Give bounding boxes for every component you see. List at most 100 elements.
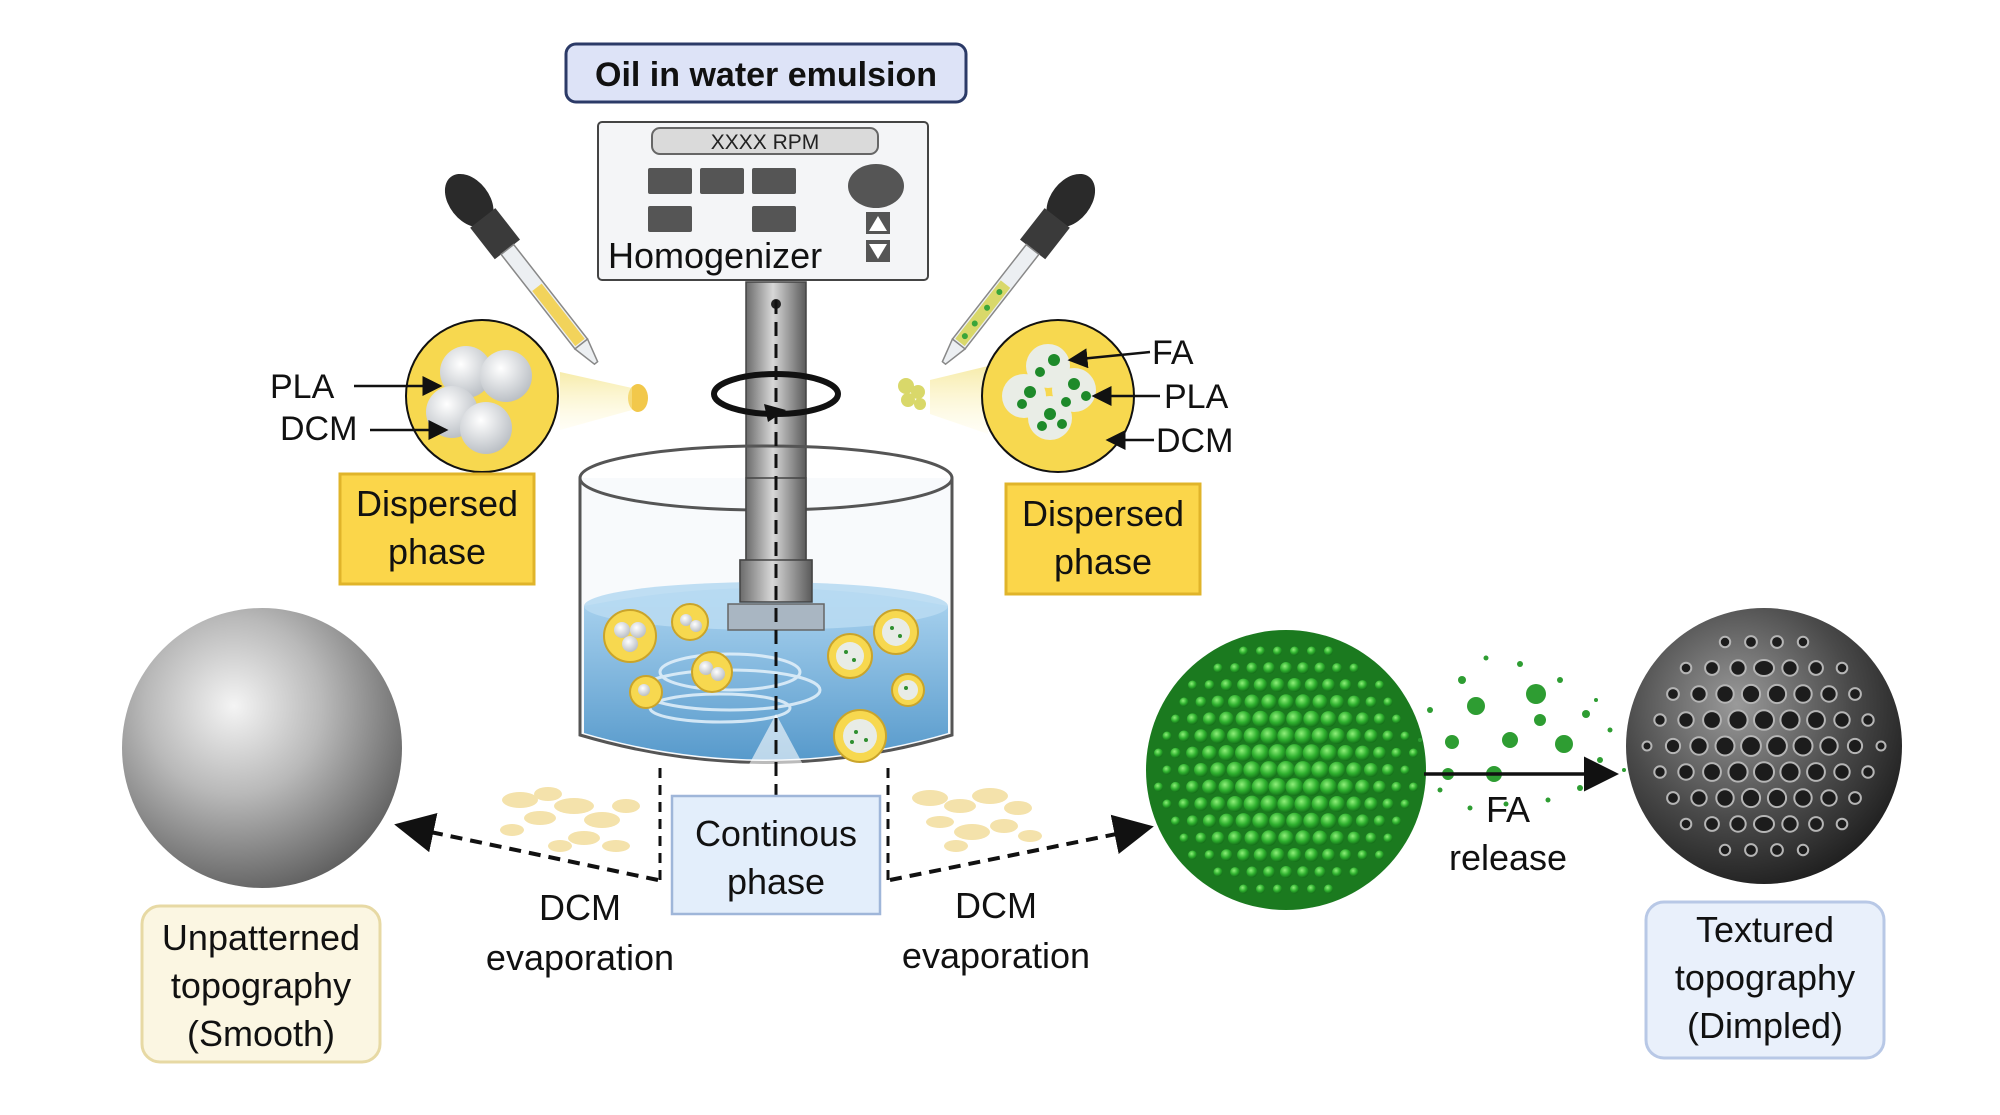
dimple: [1848, 791, 1862, 805]
green-bead: [1213, 867, 1223, 877]
dimple: [1653, 713, 1667, 727]
green-bead: [1246, 662, 1258, 674]
green-bead: [1320, 711, 1337, 727]
green-bead: [1202, 712, 1217, 726]
green-bead: [1261, 830, 1277, 846]
dimple: [1729, 659, 1747, 677]
green-bead: [1210, 762, 1226, 778]
green-bead: [1287, 678, 1302, 692]
left-labels: PLA DCM: [270, 368, 449, 448]
green-bead: [1211, 831, 1225, 845]
right-label-dcm: DCM: [1156, 422, 1233, 460]
green-bead: [1346, 762, 1362, 778]
green-bead: [1154, 748, 1163, 758]
green-bead: [1304, 678, 1319, 692]
green-bead: [1260, 761, 1278, 779]
dimple: [1666, 791, 1680, 805]
dimple: [1641, 740, 1653, 752]
dimple: [1727, 761, 1749, 783]
green-bead: [1330, 831, 1344, 845]
right-dispersed-phase-box: Dispersed phase: [1004, 482, 1202, 596]
green-bead: [1382, 764, 1394, 776]
green-bead: [1188, 680, 1197, 690]
diagram-title: Oil in water emulsion: [595, 56, 937, 94]
green-bead: [1285, 778, 1304, 796]
green-bead: [1409, 748, 1418, 758]
green-bead: [1268, 778, 1287, 796]
green-bead: [1261, 694, 1277, 710]
dimple: [1806, 762, 1826, 782]
green-bead: [1303, 812, 1320, 830]
right-evaporation-arrow: [889, 814, 1154, 882]
dimple: [1835, 817, 1849, 831]
smooth-line3: (Smooth): [187, 1013, 335, 1054]
green-bead: [1297, 662, 1309, 674]
green-bead: [1303, 710, 1320, 728]
dimple: [1718, 635, 1732, 649]
dimple: [1740, 787, 1762, 809]
green-bead: [1382, 730, 1394, 742]
green-bead: [1347, 695, 1361, 709]
green-bead: [1373, 815, 1386, 827]
green-bead: [1244, 694, 1260, 710]
fa-release-label: FA release: [1449, 789, 1567, 878]
green-bead: [1278, 694, 1294, 710]
green-bead: [1307, 884, 1316, 894]
right-label-fa: FA: [1152, 334, 1194, 372]
smooth-line2: topography: [171, 965, 351, 1006]
green-bead: [1227, 796, 1243, 812]
dimple: [1770, 635, 1784, 649]
green-bead: [1302, 744, 1321, 762]
textured-topography-box: Textured topography (Dimpled): [1644, 900, 1886, 1060]
green-bead: [1213, 663, 1223, 673]
smooth-topography-box: Unpatterned topography (Smooth): [140, 904, 382, 1064]
green-bead: [1263, 662, 1275, 674]
green-bead: [1392, 714, 1401, 724]
green-bead: [1314, 662, 1326, 674]
down-arrow-icon: [866, 240, 890, 262]
title-box: Oil in water emulsion: [564, 42, 968, 104]
dimple: [1753, 815, 1775, 833]
green-bead: [1373, 746, 1386, 760]
left-droplet-magnified: [405, 319, 559, 473]
green-bead: [1211, 695, 1225, 709]
left-evap-line2: evaporation: [486, 937, 674, 978]
green-bead: [1219, 813, 1234, 829]
green-bead: [1337, 779, 1354, 795]
dimple: [1653, 765, 1667, 779]
green-bead: [1295, 694, 1311, 710]
dimple: [1714, 735, 1736, 757]
green-bead: [1328, 761, 1346, 779]
green-bead: [1251, 778, 1270, 796]
green-bead: [1179, 833, 1189, 843]
green-bead: [1269, 710, 1286, 728]
left-evaporation-arrow: [394, 813, 659, 882]
green-bead: [1210, 728, 1226, 744]
emulsion-droplets: [603, 603, 925, 763]
green-bead: [1235, 778, 1252, 796]
green-bead: [1256, 884, 1265, 894]
right-phase-line1: Dispersed: [1022, 493, 1184, 534]
dimpled-sphere: [1626, 608, 1902, 884]
green-bead: [1285, 744, 1304, 762]
green-bead: [1194, 763, 1208, 777]
green-bead: [1178, 764, 1190, 776]
green-bead: [1339, 849, 1352, 861]
green-bead: [1273, 646, 1282, 656]
green-bead: [1375, 850, 1384, 860]
green-bead: [1355, 814, 1370, 828]
green-bead: [1277, 795, 1295, 813]
green-bead: [1355, 779, 1370, 795]
green-bead: [1355, 745, 1370, 761]
dimple: [1820, 685, 1838, 703]
green-bead: [1312, 694, 1328, 710]
dimple: [1848, 687, 1862, 701]
left-label-dcm: DCM: [280, 410, 357, 448]
right-droplet-magnified: [981, 319, 1135, 473]
green-bead: [1186, 780, 1199, 794]
dimple: [1846, 737, 1864, 755]
green-bead: [1365, 832, 1377, 844]
dimple: [1704, 816, 1720, 832]
continuous-phase-box: Continous phase: [670, 794, 882, 916]
